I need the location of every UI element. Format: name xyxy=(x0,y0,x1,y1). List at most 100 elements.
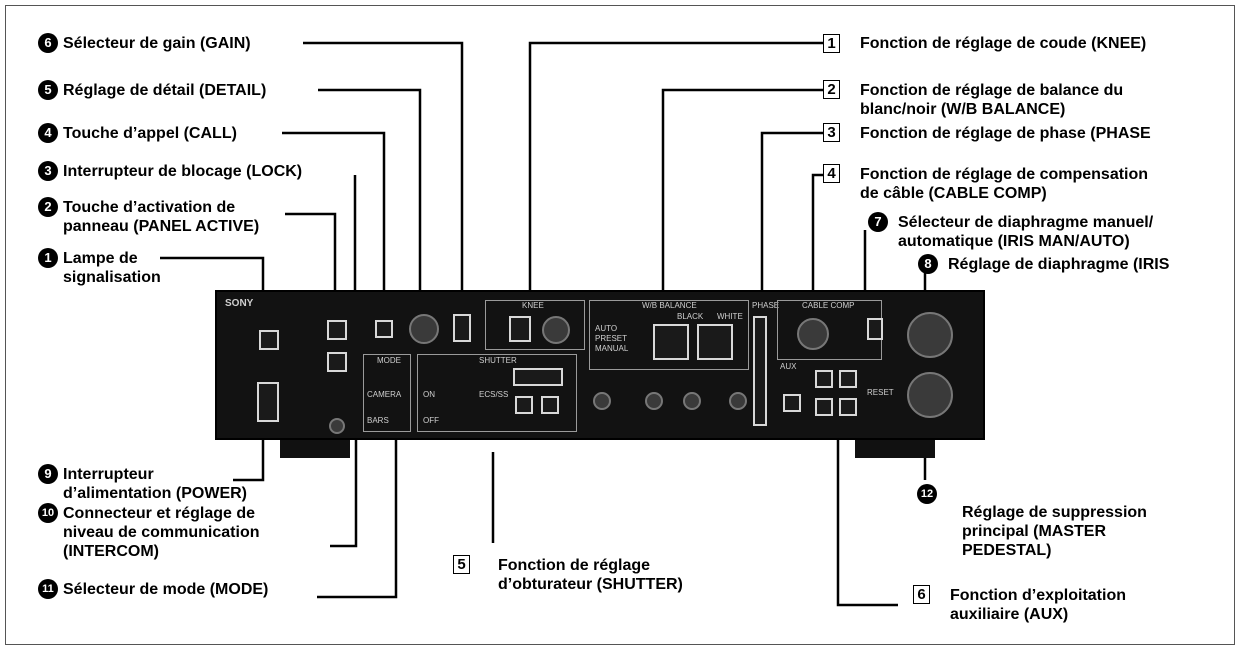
label-aux-1: Fonction d’exploitation xyxy=(950,586,1126,605)
label-gain-selector: Sélecteur de gain (GAIN) xyxy=(63,34,251,53)
callout-11-marker: 11 xyxy=(38,579,58,599)
box-2-marker: 2 xyxy=(823,80,840,99)
aux-button-4[interactable] xyxy=(839,398,857,416)
label-pedestal-3: PEDESTAL) xyxy=(962,541,1051,560)
box-3-marker: 3 xyxy=(823,123,840,142)
aux-reset: RESET xyxy=(867,388,894,397)
aux-button-2[interactable] xyxy=(839,370,857,388)
label-shutter-1: Fonction de réglage xyxy=(498,556,650,575)
shutter-off: OFF xyxy=(423,416,439,425)
label-intercom-1: Connecteur et réglage de xyxy=(63,504,255,523)
gain-selector[interactable] xyxy=(453,314,471,342)
shutter-ecs: ECS/SS xyxy=(479,390,508,399)
label-pedestal-1: Réglage de suppression xyxy=(962,503,1147,522)
label-panel-active-1: Touche d’activation de xyxy=(63,198,235,217)
shutter-on: ON xyxy=(423,390,435,399)
phase-title: PHASE xyxy=(752,301,779,310)
label-lamp-1: Lampe de xyxy=(63,249,138,268)
iris-man-auto-switch[interactable] xyxy=(867,318,883,340)
aux-title: AUX xyxy=(780,362,796,371)
power-switch[interactable] xyxy=(257,382,279,422)
leader-gain xyxy=(303,43,462,318)
panel-foot-right xyxy=(855,440,935,458)
wb-black: BLACK xyxy=(677,312,703,321)
callout-3-marker: 3 xyxy=(38,161,58,181)
white-level-knob[interactable] xyxy=(683,392,701,410)
label-detail-adjust: Réglage de détail (DETAIL) xyxy=(63,81,266,100)
shutter-up-button[interactable] xyxy=(541,396,559,414)
panel-active-button[interactable] xyxy=(327,320,347,340)
label-pedestal-2: principal (MASTER xyxy=(962,522,1106,541)
detail-knob[interactable] xyxy=(409,314,439,344)
panel-brand: SONY xyxy=(225,298,253,309)
iris-knob[interactable] xyxy=(907,312,953,358)
shutter-down-button[interactable] xyxy=(515,396,533,414)
callout-9-marker: 9 xyxy=(38,464,58,484)
label-wb-1: Fonction de réglage de balance du xyxy=(860,81,1123,100)
callout-10-marker: 10 xyxy=(38,503,58,523)
label-lock-switch: Interrupteur de blocage (LOCK) xyxy=(63,162,302,181)
wb-preset: PRESET xyxy=(595,334,627,343)
aux-button-3[interactable] xyxy=(815,398,833,416)
label-cable-2: de câble (CABLE COMP) xyxy=(860,184,1047,203)
aux-button-left[interactable] xyxy=(783,394,801,412)
label-lamp-2: signalisation xyxy=(63,268,161,287)
shutter-title: SHUTTER xyxy=(479,356,517,365)
label-intercom-2: niveau de communication xyxy=(63,523,259,542)
knee-title: KNEE xyxy=(522,301,544,310)
wb-white: WHITE xyxy=(717,312,743,321)
intercom-knob[interactable] xyxy=(329,418,345,434)
box-4-marker: 4 xyxy=(823,164,840,183)
cable-knob[interactable] xyxy=(797,318,829,350)
box-5-marker: 5 xyxy=(453,555,470,574)
callout-5-marker: 5 xyxy=(38,80,58,100)
wb-black-button[interactable] xyxy=(653,324,689,360)
label-aux-2: auxiliaire (AUX) xyxy=(950,605,1068,624)
callout-1-marker: 1 xyxy=(38,248,58,268)
wb-white-button[interactable] xyxy=(697,324,733,360)
label-power-1: Interrupteur xyxy=(63,465,154,484)
shutter-display xyxy=(513,368,563,386)
leader-knee xyxy=(530,43,823,305)
callout-4-marker: 4 xyxy=(38,123,58,143)
label-power-2: d’alimentation (POWER) xyxy=(63,484,247,503)
label-panel-active-2: panneau (PANEL ACTIVE) xyxy=(63,217,259,236)
box-1-marker: 1 xyxy=(823,34,840,53)
phase-control[interactable] xyxy=(753,316,767,426)
label-cable-1: Fonction de réglage de compensation xyxy=(860,165,1148,184)
callout-6-marker: 6 xyxy=(38,33,58,53)
black-level-knob-2[interactable] xyxy=(645,392,663,410)
label-phase: Fonction de réglage de phase (PHASE xyxy=(860,124,1151,143)
label-shutter-2: d’obturateur (SHUTTER) xyxy=(498,575,683,594)
mode-bars: BARS xyxy=(367,416,389,425)
lock-switch[interactable] xyxy=(327,352,347,372)
wb-manual: MANUAL xyxy=(595,344,628,353)
label-wb-2: blanc/noir (W/B BALANCE) xyxy=(860,100,1065,119)
panel-foot-left xyxy=(280,440,350,458)
label-knee: Fonction de réglage de coude (KNEE) xyxy=(860,34,1146,53)
knee-knob[interactable] xyxy=(542,316,570,344)
callout-12-marker: 12 xyxy=(917,484,937,504)
aux-button-1[interactable] xyxy=(815,370,833,388)
white-level-knob-2[interactable] xyxy=(729,392,747,410)
box-6-marker: 6 xyxy=(913,585,930,604)
master-pedestal-knob[interactable] xyxy=(907,372,953,418)
call-button[interactable] xyxy=(375,320,393,338)
wb-title: W/B BALANCE xyxy=(642,301,697,310)
mode-camera: CAMERA xyxy=(367,390,401,399)
knee-button[interactable] xyxy=(509,316,531,342)
tally-lamp xyxy=(259,330,279,350)
label-iris: Réglage de diaphragme (IRIS xyxy=(948,255,1169,274)
leader-detail xyxy=(318,90,420,318)
mode-title: MODE xyxy=(377,356,401,365)
black-level-knob[interactable] xyxy=(593,392,611,410)
label-iris-man-auto-2: automatique (IRIS MAN/AUTO) xyxy=(898,232,1130,251)
label-iris-man-auto-1: Sélecteur de diaphragme manuel/ xyxy=(898,213,1153,232)
label-mode-selector: Sélecteur de mode (MODE) xyxy=(63,580,268,599)
label-intercom-3: (INTERCOM) xyxy=(63,542,159,561)
label-call-button: Touche d’appel (CALL) xyxy=(63,124,237,143)
wb-auto: AUTO xyxy=(595,324,617,333)
cable-title: CABLE COMP xyxy=(802,301,854,310)
callout-2-marker: 2 xyxy=(38,197,58,217)
callout-7-marker: 7 xyxy=(868,212,888,232)
